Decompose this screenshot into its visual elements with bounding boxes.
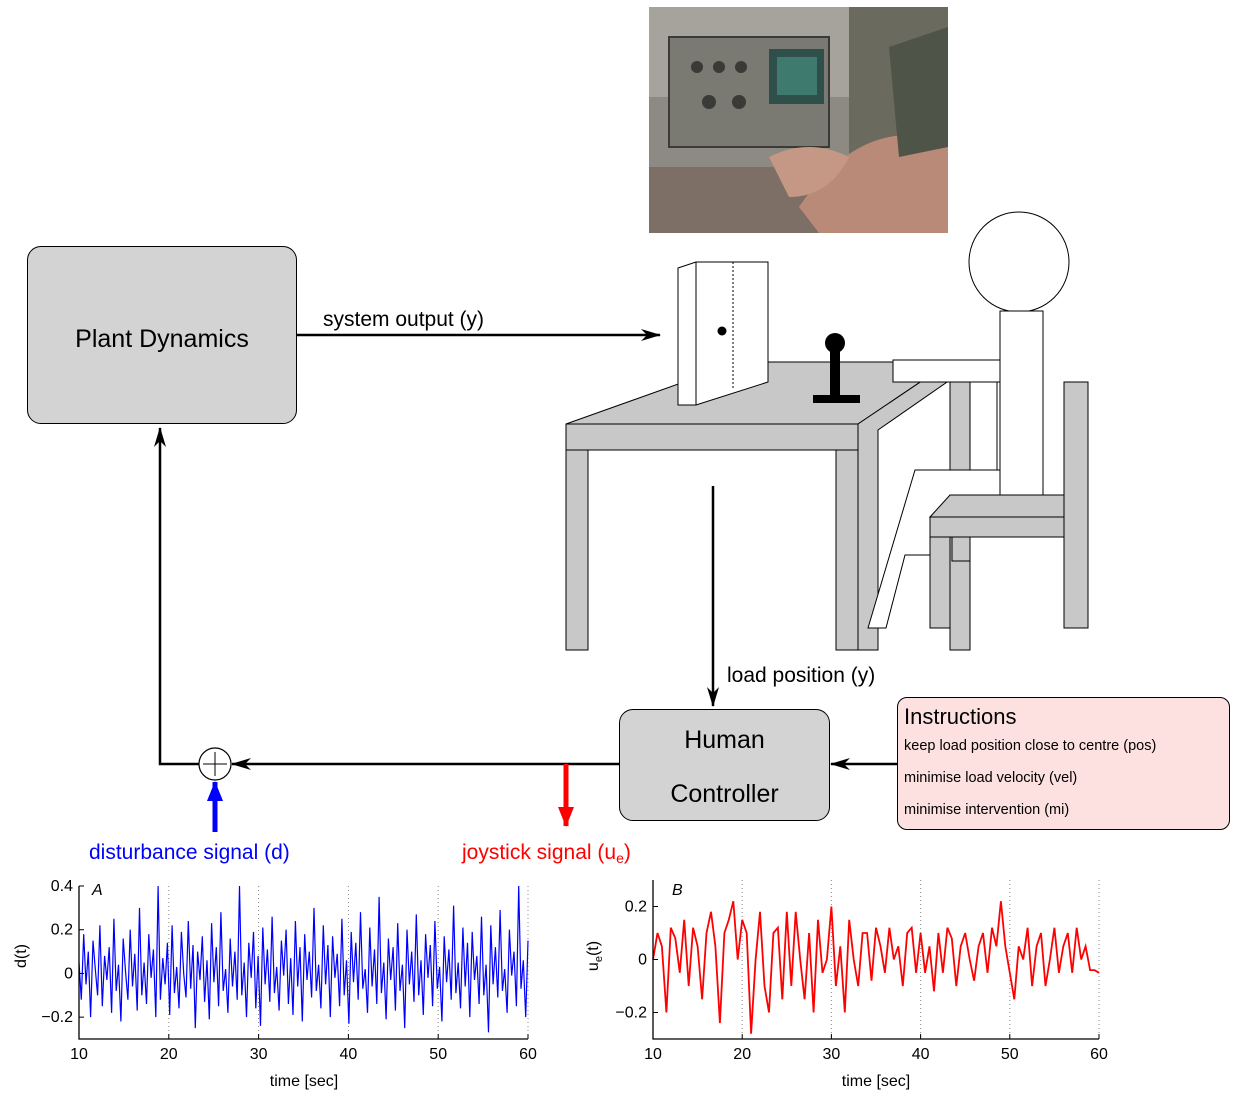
joystick-icon bbox=[813, 333, 860, 403]
plant-dynamics-block: Plant Dynamics bbox=[27, 246, 297, 424]
plant-dynamics-label: Plant Dynamics bbox=[75, 325, 249, 353]
series-line bbox=[652, 900, 1100, 1034]
panel-label-b: B bbox=[672, 882, 683, 899]
load-dot-icon bbox=[717, 326, 727, 336]
x-tick-label: 10 bbox=[644, 1046, 662, 1063]
y-tick-label: 0 bbox=[64, 965, 73, 982]
chair-illustration bbox=[928, 381, 1089, 629]
y-tick-label: −0.2 bbox=[41, 1009, 73, 1026]
instructions-box: Instructions keep load position close to… bbox=[897, 697, 1230, 830]
circle-plus-icon bbox=[198, 747, 232, 781]
series-line bbox=[78, 885, 529, 1033]
y-tick-label: 0.2 bbox=[51, 922, 73, 939]
chart-b-ylabel: ue(t) bbox=[585, 941, 605, 971]
chart-a-xlabel: time [sec] bbox=[270, 1073, 338, 1090]
load-position-label: load position (y) bbox=[727, 664, 875, 687]
chart-b-xlabel: time [sec] bbox=[842, 1073, 910, 1090]
disturbance-signal-label: disturbance signal (d) bbox=[89, 841, 290, 864]
system-output-label: system output (y) bbox=[323, 308, 484, 331]
x-tick-label: 50 bbox=[429, 1046, 447, 1063]
y-tick-label: 0 bbox=[638, 952, 647, 969]
x-tick-label: 30 bbox=[823, 1046, 841, 1063]
instruction-item: minimise load velocity (vel) bbox=[904, 770, 1078, 786]
instruction-item: minimise intervention (mi) bbox=[904, 802, 1070, 818]
x-tick-label: 50 bbox=[1001, 1046, 1019, 1063]
chart-joystick: B ue(t) time [sec] 10 20 30 40 50 60 −0.2 0 0.2 bbox=[585, 880, 1108, 1090]
y-tick-label: −0.2 bbox=[615, 1005, 647, 1022]
x-tick-label: 20 bbox=[160, 1046, 178, 1063]
x-tick-label: 10 bbox=[70, 1046, 88, 1063]
joystick-signal-label: joystick signal (ue) bbox=[461, 841, 631, 866]
x-tick-label: 60 bbox=[519, 1046, 537, 1063]
human-controller-label-line1: Human bbox=[684, 726, 765, 754]
monitor-illustration bbox=[677, 261, 769, 406]
chart-a-ylabel: d(t) bbox=[13, 944, 30, 968]
human-controller-block: Human Controller bbox=[619, 709, 830, 821]
x-tick-label: 60 bbox=[1090, 1046, 1108, 1063]
oscilloscope-photo bbox=[649, 7, 948, 233]
person-illustration bbox=[867, 211, 1070, 629]
x-tick-label: 40 bbox=[912, 1046, 930, 1063]
instructions-title: Instructions bbox=[904, 704, 1017, 729]
human-controller-label-line2: Controller bbox=[670, 780, 779, 808]
instruction-item: keep load position close to centre (pos) bbox=[904, 738, 1157, 754]
feedback-to-plant-arrow bbox=[154, 427, 199, 766]
x-tick-label: 20 bbox=[733, 1046, 751, 1063]
panel-label-a: A bbox=[91, 882, 103, 899]
y-tick-label: 0.2 bbox=[625, 899, 647, 916]
x-tick-label: 30 bbox=[250, 1046, 268, 1063]
table-illustration bbox=[565, 361, 971, 651]
x-tick-label: 40 bbox=[340, 1046, 358, 1063]
y-tick-label: 0.4 bbox=[51, 878, 73, 895]
chart-disturbance: A d(t) time [sec] 10 20 30 40 50 60 −0.2 0 0.2 0.… bbox=[13, 878, 537, 1090]
